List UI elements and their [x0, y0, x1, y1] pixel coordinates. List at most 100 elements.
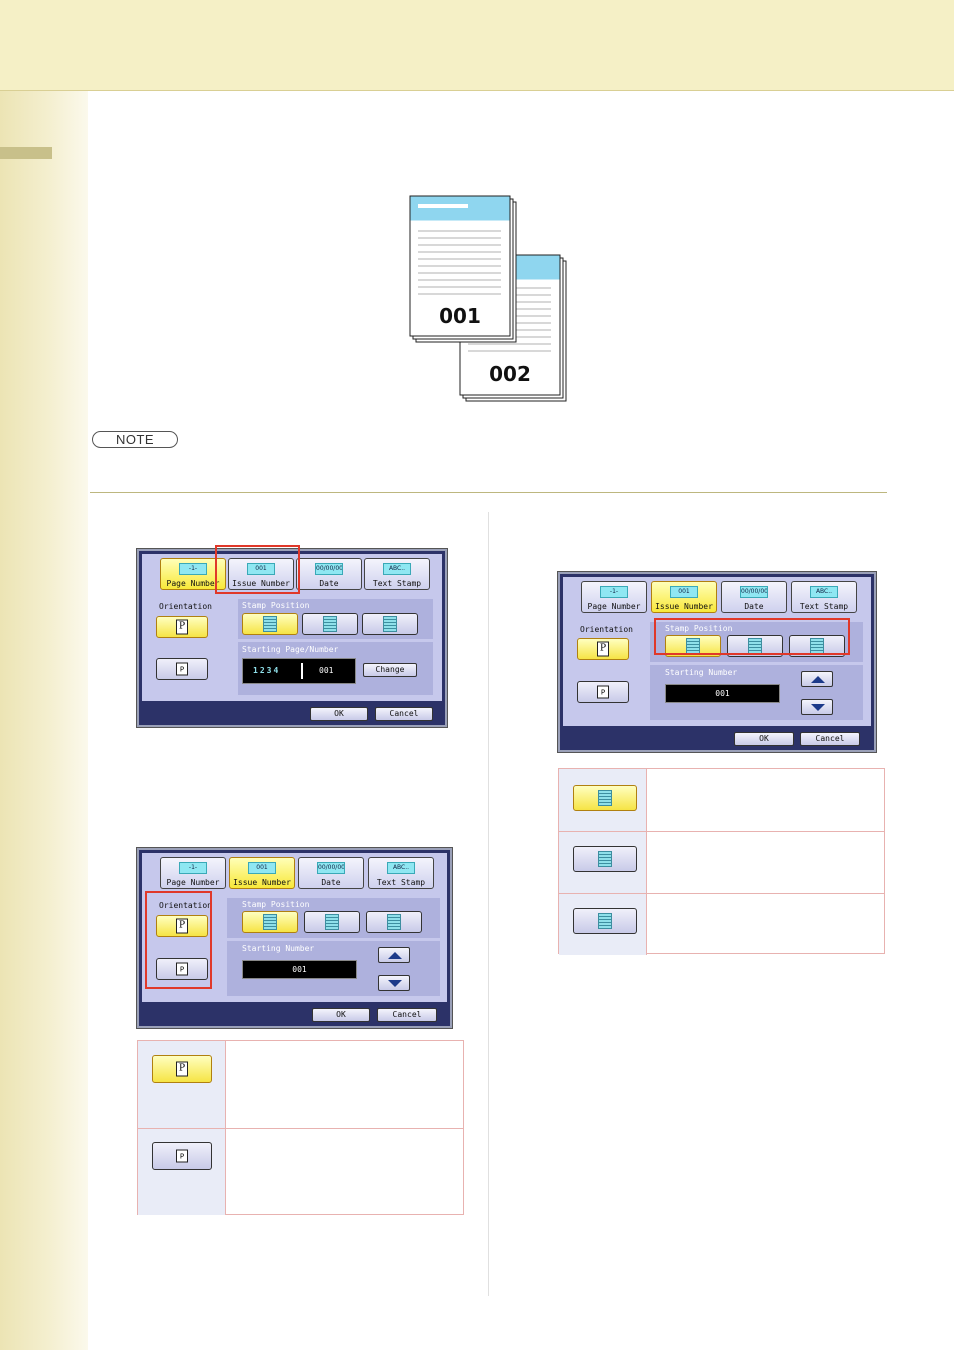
stamp-position-bottom-right[interactable]: [727, 635, 783, 657]
tab-issue-number[interactable]: 001 Issue Number: [229, 857, 295, 889]
highlight-orientation: [145, 891, 212, 989]
portrait-button[interactable]: P: [156, 616, 208, 638]
note-label: NOTE: [92, 431, 178, 448]
tab-text-stamp[interactable]: ABC.. Text Stamp: [368, 857, 434, 889]
landscape-icon: P: [176, 1149, 188, 1163]
tab-label: Issue Number: [233, 878, 291, 887]
stamp-position-bottom-right: [573, 846, 637, 872]
stamp-position-bottom-center: [573, 785, 637, 811]
tab-page-number[interactable]: -1- Page Number: [581, 581, 647, 613]
stamp-position-bottom-center[interactable]: [242, 613, 298, 635]
table-row: P: [138, 1128, 463, 1215]
cancel-button[interactable]: Cancel: [375, 707, 433, 721]
stamp-position-bottom-right[interactable]: [302, 613, 358, 635]
landscape-icon: P: [176, 662, 188, 676]
landscape-button[interactable]: P: [156, 658, 208, 680]
date-icon: 00/00/00: [317, 862, 345, 874]
stamp-position-bottom-center[interactable]: [665, 635, 721, 657]
stamp-position-top-right[interactable]: [366, 911, 422, 933]
page-number-icon: -1-: [179, 563, 207, 575]
starting-page-number-label: Starting Page/Number: [242, 645, 339, 654]
decrement-button[interactable]: [378, 975, 410, 991]
starting-number-display: 001: [665, 684, 780, 703]
ok-button[interactable]: OK: [312, 1008, 370, 1022]
starting-value: 001: [319, 666, 334, 675]
table-row: [559, 831, 884, 893]
orientation-label: Orientation: [159, 901, 212, 910]
cancel-button[interactable]: Cancel: [800, 732, 860, 746]
tab-label: Issue Number: [232, 579, 290, 588]
document-icon: [387, 914, 401, 930]
increment-button[interactable]: [378, 947, 410, 963]
tab-text-stamp[interactable]: ABC.. Text Stamp: [364, 558, 430, 590]
page-number-002: 002: [489, 362, 531, 386]
portrait-icon: P: [176, 918, 188, 934]
orientation-label: Orientation: [159, 602, 212, 611]
portrait-icon: P: [176, 1061, 188, 1077]
tab-issue-number[interactable]: 001 Issue Number: [228, 558, 294, 590]
panel-body: -1- Page Number 001 Issue Number 00/00/0…: [563, 577, 871, 726]
stamp-panel-1: -1- Page Number 001 Issue Number 00/00/0…: [136, 548, 448, 728]
portrait-button[interactable]: P: [156, 915, 208, 937]
table-cell: P: [138, 1129, 226, 1215]
tab-issue-number[interactable]: 001 Issue Number: [651, 581, 717, 613]
starting-number-display: 001: [242, 960, 357, 979]
panel-body: -1- Page Number 001 Issue Number 00/00/0…: [142, 853, 447, 1002]
tab-label: Page Number: [166, 878, 220, 887]
stamp-position-label: Stamp Position: [665, 624, 733, 633]
landscape-icon: P: [597, 685, 609, 699]
tab-label: Page Number: [166, 579, 220, 588]
portrait-button[interactable]: P: [577, 638, 629, 660]
orientation-label: Orientation: [580, 625, 633, 634]
stamp-position-top-right[interactable]: [789, 635, 845, 657]
tab-label: Text Stamp: [376, 878, 426, 887]
portrait-icon: P: [597, 641, 609, 657]
starting-number-label: Starting Number: [242, 944, 315, 953]
tab-label: Date: [744, 602, 764, 611]
table-row: P: [138, 1041, 463, 1128]
stamp-position-bottom-right[interactable]: [304, 911, 360, 933]
starting-page-box: Starting Page/Number 1234 001 Change: [238, 642, 433, 695]
change-button[interactable]: Change: [363, 663, 417, 677]
side-band: [0, 91, 88, 1350]
page-number-icon: -1-: [179, 862, 207, 874]
stamp-position-top-right[interactable]: [362, 613, 418, 635]
stamp-position-bottom-center[interactable]: [242, 911, 298, 933]
stamp-position-label: Stamp Position: [242, 900, 310, 909]
document-icon: [263, 616, 277, 632]
tab-date[interactable]: 00/00/00 Date: [298, 857, 364, 889]
table-cell: [559, 769, 647, 831]
starting-page-display: 1234 001: [242, 658, 356, 684]
section-divider: [90, 492, 887, 493]
issue-number-illustration: 002 001: [409, 195, 567, 402]
issue-number-icon: 001: [670, 586, 698, 598]
tab-label: Date: [321, 878, 341, 887]
stamp-position-box: Stamp Position: [227, 898, 440, 938]
document-icon: [323, 616, 337, 632]
tab-date[interactable]: 00/00/00 Date: [296, 558, 362, 590]
text-stamp-icon: ABC..: [387, 862, 415, 874]
ok-button[interactable]: OK: [310, 707, 368, 721]
tab-text-stamp[interactable]: ABC.. Text Stamp: [791, 581, 857, 613]
document-icon: [810, 638, 824, 654]
text-stamp-icon: ABC..: [383, 563, 411, 575]
highlight-issue-number-tab: [215, 545, 300, 594]
starting-number-label: Starting Number: [665, 668, 738, 677]
decrement-button[interactable]: [801, 699, 833, 715]
stamp-panel-2: -1- Page Number 001 Issue Number 00/00/0…: [136, 847, 453, 1029]
tab-label: Page Number: [587, 602, 641, 611]
document-icon: [263, 914, 277, 930]
increment-button[interactable]: [801, 671, 833, 687]
landscape-button[interactable]: P: [156, 958, 208, 980]
tab-label: Issue Number: [655, 602, 713, 611]
date-icon: 00/00/00: [315, 563, 343, 575]
stamp-position-box: Stamp Position: [238, 599, 433, 639]
landscape-button[interactable]: P: [577, 681, 629, 703]
document-icon: [748, 638, 762, 654]
page-number-001: 001: [439, 304, 481, 328]
ok-button[interactable]: OK: [734, 732, 794, 746]
cancel-button[interactable]: Cancel: [377, 1008, 437, 1022]
tab-label: Date: [319, 579, 339, 588]
tab-date[interactable]: 00/00/00 Date: [721, 581, 787, 613]
tab-page-number[interactable]: -1- Page Number: [160, 857, 226, 889]
